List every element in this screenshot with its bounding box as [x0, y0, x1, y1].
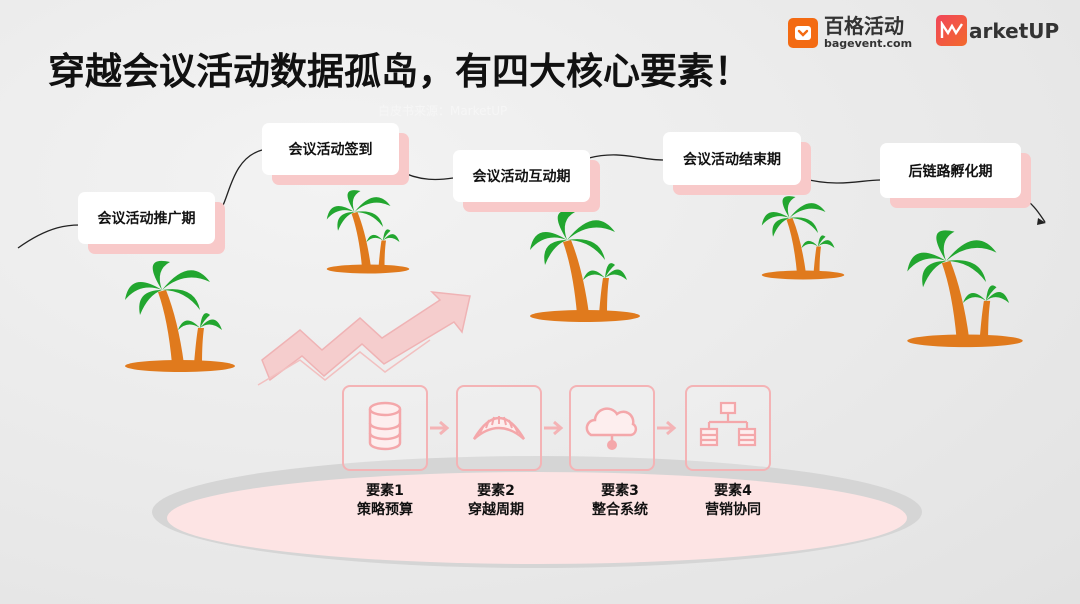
watermark: 白皮书来源：MarketUP — [378, 104, 508, 118]
element-3-label: 要素3 整合系统 — [565, 482, 675, 520]
element-1-label: 要素1 策略预算 — [330, 482, 440, 520]
stage-card-interaction: 会议活动互动期 — [453, 150, 590, 202]
database-icon — [368, 401, 402, 451]
marketup-m-icon — [936, 15, 967, 46]
stage-card-incubation: 后链路孵化期 — [880, 143, 1021, 198]
bagevent-en: bagevent.com — [824, 37, 913, 50]
stage-card-closing: 会议活动结束期 — [663, 132, 801, 185]
bagevent-pocket-icon — [788, 18, 818, 48]
element-4-box — [685, 385, 771, 471]
element-4-number: 要素4 — [714, 483, 752, 499]
stage-card-checkin: 会议活动签到 — [262, 123, 399, 175]
marketup-logo: arketUP — [936, 15, 1059, 46]
stage-card-promotion: 会议活动推广期 — [78, 192, 215, 244]
element-2-box — [456, 385, 542, 471]
growth-arrow-icon — [257, 291, 471, 386]
palm-tree-icon — [761, 196, 845, 280]
bagevent-cn: 百格活动 — [824, 14, 904, 38]
step-arrows — [430, 420, 677, 436]
element-4-label: 要素4 营销协同 — [678, 482, 788, 520]
platform-inner — [167, 472, 907, 564]
palm-tree-icon — [530, 210, 640, 322]
element-1-name: 策略预算 — [357, 502, 413, 518]
timeline-arrowhead — [1037, 218, 1046, 225]
palm-tree-icon — [125, 260, 235, 372]
element-1-number: 要素1 — [366, 483, 404, 499]
element-3-number: 要素3 — [601, 483, 639, 499]
cloud-icon — [585, 407, 638, 450]
element-3-name: 整合系统 — [592, 502, 648, 518]
element-2-label: 要素2 穿越周期 — [441, 482, 551, 520]
arch-icon — [472, 416, 526, 440]
page-title: 穿越会议活动数据孤岛，有四大核心要素！ — [48, 50, 751, 93]
element-2-number: 要素2 — [477, 483, 515, 499]
element-3-box — [569, 385, 655, 471]
element-2-name: 穿越周期 — [468, 502, 524, 518]
element-1-box — [342, 385, 428, 471]
timeline-curve — [17, 149, 1046, 249]
palm-tree-icon — [907, 230, 1023, 348]
palm-tree-icon — [326, 190, 410, 274]
org-chart-icon — [699, 401, 757, 447]
marketup-text: arketUP — [969, 18, 1060, 43]
element-4-name: 营销协同 — [705, 502, 761, 518]
